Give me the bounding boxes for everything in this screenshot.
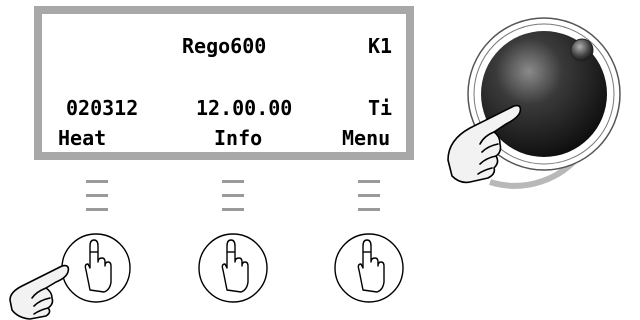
softkey-label-menu: Menu <box>342 126 391 150</box>
lcd-screen: Rego600 K1 020312 12.00.00 Ti Heat Info … <box>42 14 406 152</box>
lcd-display-frame: Rego600 K1 020312 12.00.00 Ti Heat Info … <box>34 6 414 160</box>
softkey-label-info: Info <box>214 126 263 150</box>
rotary-knob[interactable] <box>467 17 621 189</box>
softkey-button-info[interactable] <box>198 233 268 303</box>
lcd-channel: K1 <box>368 34 393 58</box>
lcd-time: 12.00.00 <box>196 96 293 120</box>
finger-press-icon <box>221 239 249 293</box>
softkey-button-heat[interactable] <box>61 233 131 303</box>
softkey-button-menu[interactable] <box>334 233 404 303</box>
hand-pointer-icon <box>447 104 522 184</box>
rotary-knob-icon[interactable] <box>481 31 607 157</box>
lcd-row2-right: Ti <box>368 96 393 120</box>
lcd-model-name: Rego600 <box>182 34 267 58</box>
softkey-label-heat: Heat <box>58 126 107 150</box>
finger-press-icon <box>357 239 385 293</box>
finger-press-icon <box>84 239 112 293</box>
lcd-date: 020312 <box>66 96 139 120</box>
hand-pointer-icon <box>9 264 70 320</box>
